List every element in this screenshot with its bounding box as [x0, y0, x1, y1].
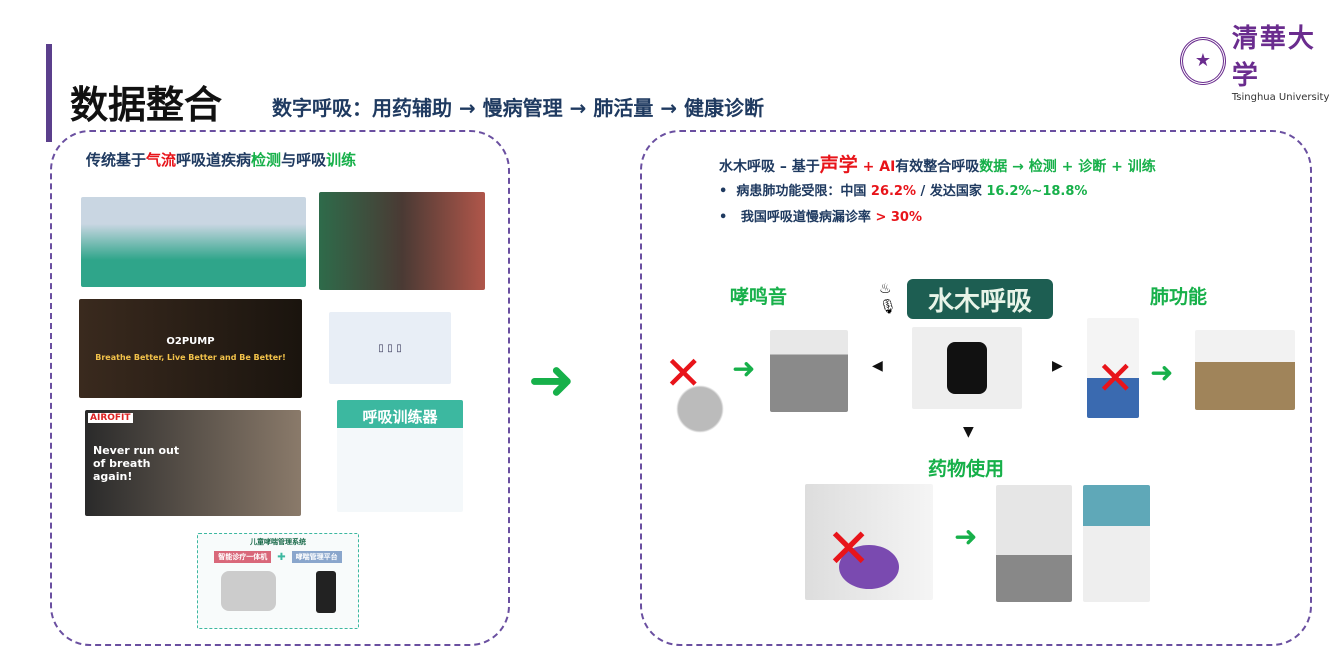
logo-cn: 清華大学 [1231, 24, 1316, 91]
university-seal-icon: ★ [1180, 36, 1226, 85]
stethoscope-image [670, 305, 730, 435]
page-title: 数据整合 [70, 83, 223, 127]
trainer-label: 呼吸训练器 [362, 408, 438, 426]
title-accent-bar [46, 44, 52, 142]
text-run: 有效整合呼吸 [895, 159, 980, 175]
shuimu-device-image [912, 327, 1022, 409]
plus-icon: ✚ [277, 551, 286, 563]
cross-icon: ✕ [664, 346, 703, 400]
photo-breath-trainer: 呼吸训练器 [337, 400, 463, 512]
text-run: 与呼吸 [281, 151, 327, 169]
acoustic-sensor-image [770, 330, 848, 412]
logo-en: Tsinghua University [1231, 92, 1330, 103]
system-platform-label: 哮喘管理平台 [291, 551, 342, 563]
text-run: / 发达国家 [916, 184, 987, 199]
text-run: 16.2%~18.8% [986, 184, 1088, 199]
transition-arrow-icon: ➜ [528, 348, 575, 413]
text-run: 我国呼吸道慢病漏诊率 [736, 210, 876, 225]
text-run: 检测 [251, 151, 282, 169]
bullet-1: • 病患肺功能受限：中国 26.2% / 发达国家 16.2%~18.8% [719, 184, 1088, 199]
bullet-2: • 我国呼吸道慢病漏诊率 > 30% [719, 210, 922, 225]
text-run: 传统基于 [86, 151, 147, 169]
text-run: > 30% [875, 210, 922, 225]
green-arrow-icon: ➜ [732, 352, 756, 385]
airofit-brand: AIROFIT [88, 413, 133, 423]
brand-badge: 水木呼吸 [907, 279, 1053, 319]
text-run: 病患肺功能受限：中国 [736, 184, 871, 199]
text-run: 气流 [146, 151, 177, 169]
left-panel [50, 130, 510, 646]
spirometer-image [1087, 318, 1139, 418]
cross-icon: ✕ [1096, 351, 1135, 405]
text-run: 26.2% [870, 184, 917, 199]
inhaler-sensor-image-1 [996, 485, 1072, 602]
tsinghua-logo: ★ 清華大学 Tsinghua University [1180, 18, 1338, 103]
lung-sensor-image [1195, 330, 1295, 410]
device-image [220, 571, 276, 611]
inhaler-disk [839, 545, 899, 589]
photo-airofit: AIROFIT Never run out of breath again! [85, 410, 301, 516]
airofit-tagline: Never run out of breath again! [93, 443, 180, 483]
cross-icon: ✕ [826, 517, 872, 580]
o2pump-tagline: Breathe Better, Live Better and Be Bette… [95, 352, 286, 362]
photo-asthma-system: 儿童哮喘管理系统 智能诊疗一体机 ✚ 哮喘管理平台 [197, 533, 359, 629]
green-arrow-icon: ➜ [1150, 356, 1174, 389]
o2pump-brand: O2PUMP [166, 335, 215, 347]
text-run: 训练 [326, 151, 357, 169]
green-arrow-icon: ➜ [954, 520, 978, 553]
text-run: 声学 [819, 154, 858, 176]
text-run: 呼吸道疾病 [176, 151, 252, 169]
arrow-down-icon: ▼ [963, 424, 974, 440]
label-wheeze: 哮鸣音 [730, 286, 788, 308]
text-run: + AI [857, 159, 896, 175]
text-run: 数据 → 检测 + 诊断 + 训练 [979, 159, 1156, 175]
right-panel [640, 130, 1312, 646]
inhaler-sensor-image-2 [1083, 485, 1150, 602]
label-lung-function: 肺功能 [1150, 286, 1208, 308]
text-run: 水木呼吸 – 基于 [719, 159, 820, 175]
left-heading: 传统基于气流呼吸道疾病检测与呼吸训练 [86, 149, 356, 170]
photo-school-test [81, 197, 306, 287]
right-heading: 水木呼吸 – 基于声学 + AI有效整合呼吸数据 → 检测 + 诊断 + 训练 [719, 150, 1156, 177]
page-subtitle: 数字呼吸：用药辅助 → 慢病管理 → 肺活量 → 健康诊断 [272, 96, 765, 120]
system-title: 儿童哮喘管理系统 [250, 538, 306, 546]
device-screen [947, 342, 987, 394]
phone-image [315, 571, 336, 613]
photo-o2pump: O2PUMP Breathe Better, Live Better and B… [79, 299, 302, 398]
inhaler-phone-image [805, 484, 933, 600]
arrow-right-icon: ▶ [1052, 358, 1063, 374]
system-device-label: 智能诊疗一体机 [214, 551, 272, 563]
arrow-left-icon: ◀ [872, 358, 883, 374]
photo-spirometers: ▯ ▯ ▯ [329, 312, 451, 384]
label-drug-use: 药物使用 [928, 458, 1005, 480]
sound-mic-icon: ♨🎙 [879, 281, 897, 315]
photo-elderly-test [319, 192, 485, 290]
